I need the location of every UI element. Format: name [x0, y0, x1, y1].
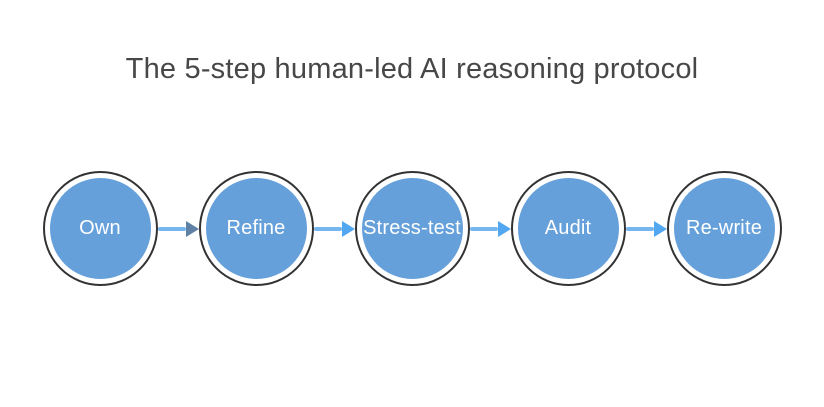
step-circle-stress-test: Stress-test	[354, 171, 470, 286]
step-label: Audit	[544, 217, 592, 239]
step-label: Refine	[226, 217, 286, 239]
step-circle-fill: Re-write	[673, 178, 775, 279]
step-label: Own	[79, 217, 121, 239]
arrow-line	[625, 226, 654, 231]
arrow-refine-to-stress-test	[313, 220, 355, 237]
arrowhead-icon	[497, 220, 511, 237]
page-title: The 5-step human-led AI reasoning protoc…	[125, 53, 699, 85]
step-label: Stress-test	[363, 217, 461, 239]
arrowhead-icon	[653, 220, 667, 237]
arrow-line	[157, 226, 186, 231]
step-circle-re-write: Re-write	[666, 171, 782, 286]
arrow-own-to-refine	[157, 220, 199, 237]
step-label: Re-write	[685, 217, 763, 239]
step-circle-fill: Own	[49, 178, 151, 279]
step-circle-audit: Audit	[510, 171, 626, 286]
arrowhead-icon	[185, 220, 199, 237]
arrow-line	[313, 226, 342, 231]
step-circle-fill: Stress-test	[361, 178, 463, 279]
step-circle-fill: Refine	[205, 178, 307, 279]
step-circle-own: Own	[42, 171, 158, 286]
arrow-stress-test-to-audit	[469, 220, 511, 237]
arrow-audit-to-re-write	[625, 220, 667, 237]
arrow-line	[469, 226, 498, 231]
process-flow-diagram: Own Refine Stress-test Aud	[0, 171, 824, 286]
step-circle-refine: Refine	[198, 171, 314, 286]
step-circle-fill: Audit	[517, 178, 619, 279]
arrowhead-icon	[341, 220, 355, 237]
